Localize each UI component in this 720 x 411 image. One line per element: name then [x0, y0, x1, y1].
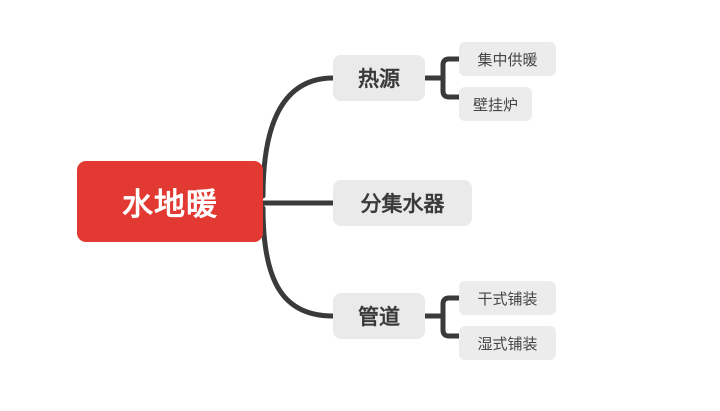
connector-root-to-pipe	[260, 205, 336, 319]
connector-heat-bracket	[440, 56, 462, 100]
connector-root-to-heat	[260, 75, 336, 199]
branch-node-heat-source[interactable]: 热源	[333, 55, 425, 101]
branch-node-pipe[interactable]: 管道	[333, 293, 425, 339]
leaf-node-dry-laying[interactable]: 干式铺装	[459, 281, 556, 315]
leaf-node-wet-laying[interactable]: 湿式铺装	[459, 326, 556, 360]
leaf-node-wall-hung-boiler[interactable]: 壁挂炉	[459, 87, 532, 121]
leaf-node-central-heating[interactable]: 集中供暖	[459, 42, 556, 76]
connector-pipe-bracket	[440, 295, 462, 339]
root-node[interactable]: 水地暖	[77, 161, 263, 242]
branch-node-manifold[interactable]: 分集水器	[333, 180, 472, 226]
